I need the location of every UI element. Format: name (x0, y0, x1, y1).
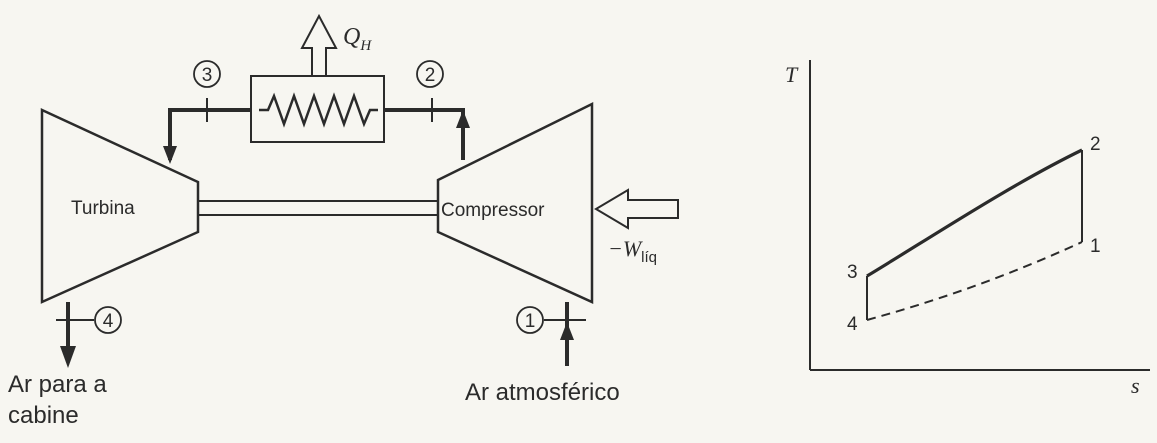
heat-exchanger-coil (259, 92, 378, 128)
process-4-1 (866, 241, 1083, 321)
state-point-1: 1 (516, 306, 544, 334)
top-pipe (163, 98, 470, 164)
ts-diagram: T s 1 2 3 4 (785, 60, 1150, 398)
flow-arrow-out-of-compressor (456, 110, 470, 128)
work-input-arrow (594, 188, 679, 230)
svg-text:1: 1 (525, 311, 536, 332)
flow-arrow-to-cabin (60, 346, 76, 368)
ts-point-4: 4 (847, 314, 858, 335)
state-point-3: 3 (193, 60, 221, 88)
flow-arrow-into-compressor (560, 322, 574, 340)
ts-point-2: 2 (1090, 134, 1101, 155)
ts-point-3: 3 (847, 262, 858, 283)
shaft (198, 200, 438, 216)
x-axis-label: s (1131, 373, 1140, 398)
svg-text:4: 4 (103, 311, 114, 332)
state-point-4: 4 (94, 306, 122, 334)
process-2-3 (866, 148, 1083, 278)
flow-arrow-into-turbine (163, 146, 177, 164)
turbine-outlet-pipe (56, 302, 94, 368)
turbine-body (40, 108, 200, 304)
turbine-label: Turbina (71, 198, 135, 219)
ts-point-1: 1 (1090, 236, 1101, 257)
outlet-label-line1: Ar para a (8, 371, 107, 398)
svg-text:2: 2 (425, 65, 436, 86)
compressor-inlet-pipe (544, 302, 586, 366)
heat-rejection-arrow (300, 13, 338, 77)
y-axis-label: T (785, 62, 799, 87)
work-label: −Wlíq (608, 236, 657, 266)
state-point-2: 2 (416, 60, 444, 88)
outlet-label-line2: cabine (8, 402, 79, 429)
compressor-label: Compressor (441, 200, 545, 221)
svg-text:3: 3 (202, 65, 213, 86)
inlet-label: Ar atmosférico (465, 379, 620, 406)
heat-label: QH (343, 24, 372, 54)
cycle-schematic: Turbina Compressor QH (8, 13, 679, 429)
